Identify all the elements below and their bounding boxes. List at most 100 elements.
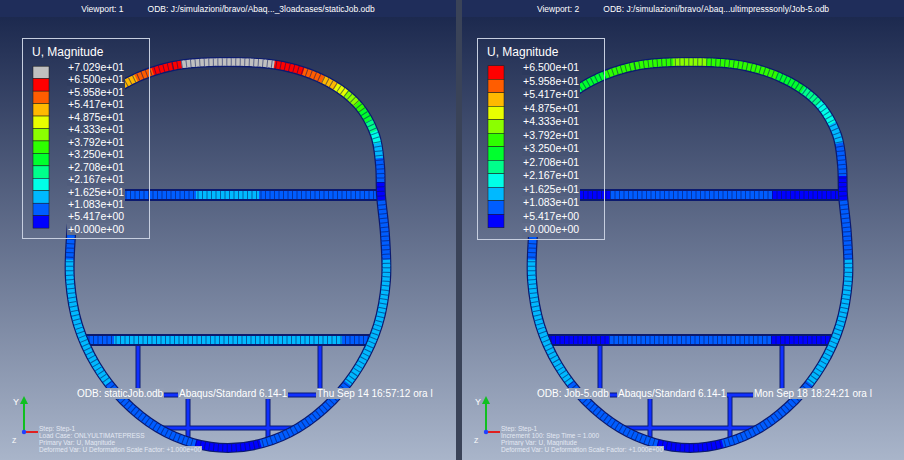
legend-row: +1.083e+01 (67, 197, 125, 209)
deck-element (589, 191, 592, 199)
deck-element (289, 191, 292, 199)
deck-element (561, 336, 564, 344)
deck-element (136, 191, 139, 199)
label-anchor: Z (473, 429, 479, 447)
contour-band (488, 201, 504, 215)
contour-band (488, 147, 504, 161)
deck-element (669, 336, 672, 344)
contour-band (488, 106, 504, 120)
contour-value: +2.708e+01 (67, 161, 125, 173)
legend-row: +1.083e+01 (522, 194, 580, 208)
deck-element (832, 191, 835, 199)
label-anchor: Thu Sep 14 16:57:12 ora l (316, 383, 434, 401)
file-info: Mon Sep 18 18:24:21 ora l (753, 388, 873, 399)
file-info: Abaqus/Standard 6.14-1 (617, 388, 727, 399)
deck-element (678, 336, 681, 344)
legend-row: +3.792e+01 (67, 135, 125, 147)
deck-element (154, 191, 157, 199)
z-axis-dot (484, 430, 488, 434)
legend-row: +2.167e+01 (522, 167, 580, 181)
deck-element (244, 191, 247, 199)
deck-element (225, 336, 228, 344)
deck-element (298, 191, 301, 199)
contour-band (33, 178, 49, 190)
deck-element (733, 191, 736, 199)
legend-row: +4.333e+01 (522, 113, 580, 127)
contour-legend: U, Magnitude+6.500e+01+5.958e+01+5.417e+… (477, 38, 605, 240)
legend-row: +0.000e+00 (522, 221, 580, 235)
deck-element (243, 336, 246, 344)
deck-element (805, 191, 808, 199)
deck-element (795, 336, 798, 344)
contour-bar (488, 66, 504, 228)
deck-element (235, 191, 238, 199)
deck-element (706, 191, 709, 199)
deck-element (99, 336, 102, 344)
y-axis-arrow (485, 403, 487, 432)
step-info: Deformed Var: U Deformation Scale Factor… (38, 446, 202, 454)
contour-value: +0.000e+00 (67, 223, 125, 235)
deck-element (660, 336, 663, 344)
contour-value: +2.167e+01 (522, 169, 580, 183)
axis-label: Y (474, 397, 482, 407)
contour-value: +3.250e+01 (67, 148, 125, 160)
deck-outline (83, 334, 375, 346)
deck-element (724, 191, 727, 199)
deck-element (153, 336, 156, 344)
deck-element (127, 191, 130, 199)
legend-row: +6.500e+01 (522, 59, 580, 73)
deck-element (360, 336, 363, 344)
deck-element (652, 191, 655, 199)
deck-element (126, 336, 129, 344)
member-outline (266, 395, 271, 440)
contour-value: +3.250e+01 (522, 142, 580, 156)
arrow-head (20, 396, 28, 404)
deck-element (642, 336, 645, 344)
deck-element (171, 336, 174, 344)
contour-band (33, 216, 49, 228)
deck-element (280, 191, 283, 199)
deck-element (588, 336, 591, 344)
deck-element (315, 336, 318, 344)
contour-value: +0.000e+00 (522, 223, 580, 237)
deck-element (226, 191, 229, 199)
deck-element (670, 191, 673, 199)
deck-element (624, 336, 627, 344)
contour-value: +1.625e+01 (522, 183, 580, 197)
title-row: Viewport: 2ODB: J:/simulazioni/bravo/Aba… (462, 0, 904, 17)
deck-element (579, 336, 582, 344)
deck-element (199, 191, 202, 199)
deck-element (163, 191, 166, 199)
contour-value: +5.417e+00 (522, 210, 580, 224)
contour-band (33, 128, 49, 140)
contour-band (33, 153, 49, 165)
file-info: ODB: Job-5.odb (536, 388, 610, 399)
legend-row: +4.875e+01 (522, 100, 580, 114)
label-anchor: ODB: Job-5.odb (536, 383, 610, 401)
legend-title: U, Magnitude (486, 45, 559, 59)
legend-title-row: U, Magnitude (31, 44, 104, 59)
mesh-lines (538, 191, 842, 199)
viewport-number: Viewport: 1 (81, 4, 123, 14)
contour-band (33, 116, 49, 128)
deck-element (198, 336, 201, 344)
contour-value: +1.083e+01 (522, 196, 580, 210)
contour-band (488, 214, 504, 228)
deck-element (732, 336, 735, 344)
legend-row: +3.250e+01 (67, 147, 125, 159)
contour-band (33, 66, 49, 78)
member-outline (728, 395, 733, 440)
deck-element (252, 336, 255, 344)
axis-label: Z (11, 437, 17, 445)
legend-row: +2.708e+01 (522, 154, 580, 168)
contour-band (33, 91, 49, 103)
label-anchor: ODB: staticJob.odb (76, 383, 164, 401)
deck-element (270, 336, 273, 344)
deck-element (813, 336, 816, 344)
legend-title-row: U, Magnitude (486, 44, 559, 59)
deck-element (687, 336, 690, 344)
contour-value: +6.500e+01 (522, 61, 580, 75)
contour-band (488, 133, 504, 147)
deck-element (633, 336, 636, 344)
